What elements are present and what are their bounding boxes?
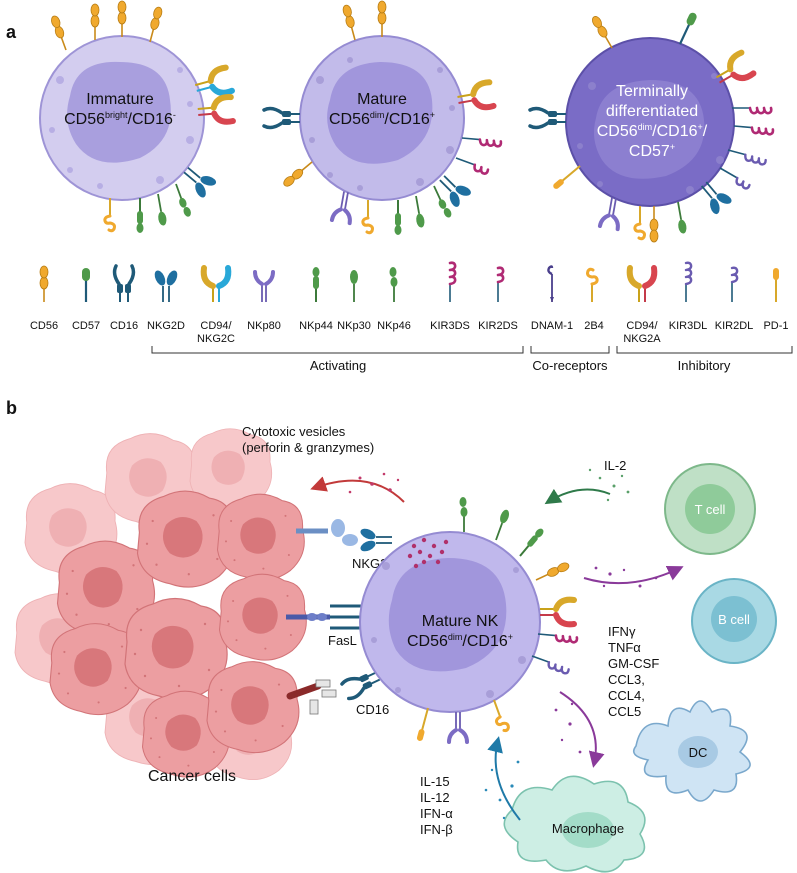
t-cell-label: T cell [695,502,726,517]
legend-dnam1-icon [547,265,556,304]
legend-2b4-icon [586,267,599,304]
cytokine-out-1: IFNγ [608,624,636,639]
legend-label-cd56: CD56 [30,320,58,332]
terminal-title-1: Terminally [616,83,688,100]
terminal-phenotype-1: CD56dim/CD16+/ [597,122,708,140]
granule-cluster [407,537,449,569]
bracket-coreceptors [530,346,610,354]
bracket-inhibitory [616,346,793,354]
cytokine-out-5: CCL4, [608,688,645,703]
vesicle-release-arrow [310,476,405,503]
cytokine-out-2: TNFα [608,640,641,655]
cytokine-out-6: CCL5 [608,704,641,719]
group-inhibitory: Inhibitory [678,358,731,373]
cytokine-in-4: IFN-β [420,822,453,837]
b-cell: B cell [691,578,777,664]
legend-label-cd57: CD57 [72,320,100,332]
legend-label-kir3ds: KIR3DS [430,320,470,332]
to-macrophage-arrow [559,691,605,768]
il2-label: IL-2 [604,458,626,473]
legend-label-kir3dl: KIR3DL [669,320,708,332]
immature-title: Immature [86,91,154,108]
legend-nkp30-icon [349,269,359,303]
legend-label-kir2dl: KIR2DL [715,320,754,332]
terminal-nk-cell: Terminally differentiated CD56dim/CD16+/… [528,10,775,243]
purple-dots-2 [554,702,582,754]
legend-nkp44-icon [311,266,321,303]
legend-kir3ds-icon [448,261,457,304]
legend-label-cd16: CD16 [110,320,138,332]
legend-label-nkg2a: NKG2A [623,333,661,345]
nkg2d-ligand-pair [296,519,393,555]
cytokine-in-1: IL-15 [420,774,450,789]
dc-label: DC [689,745,708,760]
legend-kir3dl-icon [684,261,693,304]
immature-phenotype: CD56bright/CD16- [64,110,176,128]
il2-dots [588,468,630,502]
to-b-cell-arrow [583,565,684,585]
fasl-label: FasL [328,633,357,648]
nk-b-title: Mature NK [422,613,499,630]
legend-cd94-nkg2c-icon [204,268,229,302]
immature-nk-cell: Immature CD56bright/CD16- [39,0,233,234]
legend-cd56-icon [39,265,49,303]
legend-label-pd1: PD-1 [763,320,788,332]
legend-label-nkg2c: NKG2C [197,333,235,345]
cytokine-out-3: GM-CSF [608,656,659,671]
blue-dots [484,760,520,820]
terminal-phenotype-2: CD57+ [629,142,675,160]
legend-nkp80-icon [253,270,275,304]
cytokine-in-3: IFN-α [420,806,453,821]
legend-label-cd94-b: CD94/ [626,320,658,332]
cytotoxic-dots [348,472,400,494]
legend-label-nkg2d: NKG2D [147,320,185,332]
b-cell-label: B cell [718,612,750,627]
legend-label-nkp46: NKp46 [377,320,411,332]
legend-label-nkp30: NKp30 [337,320,371,332]
terminal-title-2: differentiated [606,103,698,120]
mature-phenotype: CD56dim/CD16+ [329,110,435,128]
group-coreceptors: Co-receptors [532,358,608,373]
macrophage: Macrophage [503,775,646,873]
cytokine-in-2: IL-12 [420,790,450,805]
receptor-legend: CD56 CD57 CD16 NKG2D CD94/ NKG2C NKp80 N… [30,261,793,373]
cytokine-out-4: CCL3, [608,672,645,687]
legend-label-dnam1: DNAM-1 [531,320,573,332]
dendritic-cell: DC [632,700,751,802]
mature-nk-cell: Mature CD56dim/CD16+ [262,0,503,236]
legend-cd16-icon [112,264,136,304]
t-cell: T cell [664,463,756,555]
panel-b-label: b [6,398,17,418]
cancer-cells-label: Cancer cells [148,768,236,785]
legend-pd1-icon [772,267,780,303]
legend-label-nkp44: NKp44 [299,320,333,332]
legend-kir2ds-icon [496,266,505,304]
cytotoxic-label-1: Cytotoxic vesicles [242,424,346,439]
mature-title: Mature [357,91,407,108]
legend-nkg2d-icon [151,267,181,303]
macrophage-label: Macrophage [552,821,624,836]
cytotoxic-label-2: (perforin & granzymes) [242,440,374,455]
cancer-cell-cluster [14,428,307,781]
cd16-label: CD16 [356,702,389,717]
bracket-activating [151,346,524,354]
legend-label-kir2ds: KIR2DS [478,320,518,332]
legend-label-cd94-a: CD94/ [200,320,232,332]
legend-cd57-icon [80,266,92,304]
legend-nkp46-icon [388,266,399,303]
mature-nk-cell-b: Mature NK CD56dim/CD16+ [359,496,579,744]
macrophage-to-nk-arrow [487,736,521,821]
nk-b-phenotype: CD56dim/CD16+ [407,632,513,650]
il2-arrow [544,488,611,505]
legend-label-nkp80: NKp80 [247,320,281,332]
purple-dots-1 [594,566,658,588]
group-activating: Activating [310,358,366,373]
legend-kir2dl-icon [730,266,739,304]
panel-a-label: a [6,22,17,42]
legend-label-2b4: 2B4 [584,320,604,332]
cd16-antibody-pair [286,665,384,715]
legend-cd94-nkg2a-icon [630,268,655,302]
